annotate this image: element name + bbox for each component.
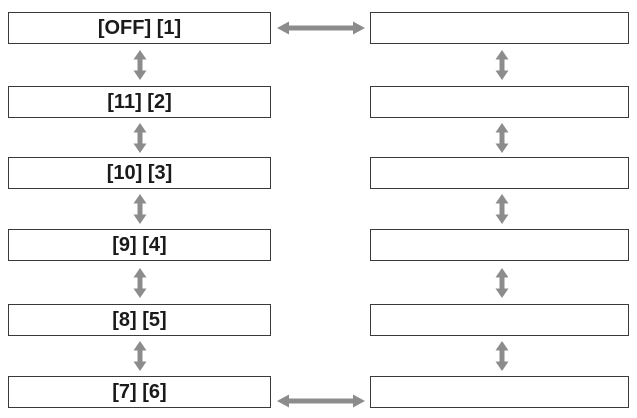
right-vertical-arrow-4-icon: [495, 268, 509, 298]
left-vertical-arrow-2-icon: [133, 123, 147, 153]
left-box-10-3: [10] [3]: [8, 157, 271, 189]
left-box-7-6: [7] [6]: [8, 376, 271, 408]
left-box-9-4: [9] [4]: [8, 229, 271, 261]
left-vertical-arrow-4-icon: [133, 268, 147, 298]
left-box-off-1: [OFF] [1]: [8, 12, 271, 44]
top-horizontal-arrow-icon: [277, 21, 365, 35]
right-box-3: [370, 157, 629, 189]
right-box-5: [370, 304, 629, 336]
left-vertical-arrow-1-icon: [133, 50, 147, 80]
bottom-horizontal-arrow-icon: [277, 394, 365, 408]
left-vertical-arrow-5-icon: [133, 341, 147, 371]
right-box-1: [370, 12, 629, 44]
right-vertical-arrow-2-icon: [495, 123, 509, 153]
right-box-4: [370, 229, 629, 261]
right-box-2: [370, 86, 629, 118]
right-box-6: [370, 376, 629, 408]
left-box-8-5: [8] [5]: [8, 304, 271, 336]
right-vertical-arrow-3-icon: [495, 194, 509, 224]
left-vertical-arrow-3-icon: [133, 194, 147, 224]
right-vertical-arrow-5-icon: [495, 341, 509, 371]
right-vertical-arrow-1-icon: [495, 50, 509, 80]
left-box-11-2: [11] [2]: [8, 86, 271, 118]
